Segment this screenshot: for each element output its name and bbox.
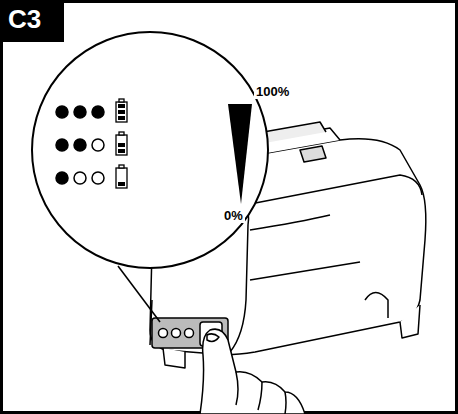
hand: [200, 329, 305, 414]
charge-level-callout: [32, 32, 268, 322]
percent-label: 0%: [222, 208, 245, 223]
percent-label: 100%: [254, 84, 291, 99]
figure-number: C3: [0, 0, 49, 38]
title-box: [0, 0, 64, 42]
